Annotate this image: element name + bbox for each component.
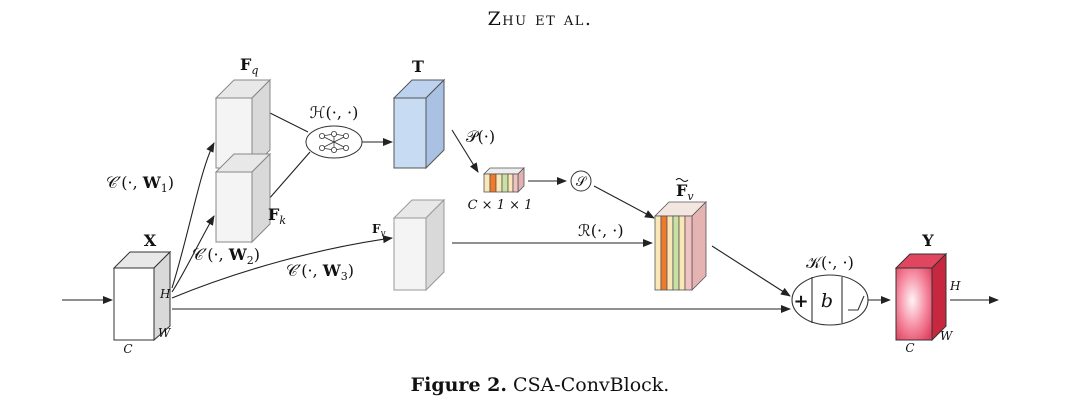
- arrow-x-to-fq: [171, 142, 215, 289]
- label-x: X: [144, 231, 157, 250]
- label-r-op: ℛ(·, ·): [578, 221, 624, 240]
- label-dim-c-y: C: [905, 341, 914, 355]
- labels: X H W C Fq Fk Fv T Fv Y H W C ℋ(·, ·) 𝒫(…: [106, 55, 961, 356]
- caption-text: CSA-ConvBlock.: [513, 374, 670, 396]
- k-node: [791, 274, 869, 326]
- arrow-fvt-to-k: [711, 245, 791, 297]
- label-fq: Fq: [240, 55, 258, 77]
- arrow-s-to-fvt: [593, 185, 655, 219]
- csa-convblock-diagram: X H W C Fq Fk Fv T Fv Y H W C ℋ(·, ·) 𝒫(…: [62, 55, 999, 356]
- label-dim-h-x: H: [159, 287, 171, 301]
- t-cube: [392, 78, 446, 170]
- fv-tilde-block: [654, 201, 707, 291]
- label-b: b: [821, 290, 833, 312]
- s-node: [570, 170, 592, 192]
- label-dim-w-x: W: [158, 326, 172, 340]
- y-cube: [894, 252, 948, 342]
- label-c2: 𝒞′(·, W2): [192, 245, 260, 267]
- label-s-op: 𝒮: [576, 175, 588, 190]
- label-c1: 𝒞′(·, W1): [106, 173, 174, 195]
- line-fq-to-attn: [267, 111, 309, 133]
- label-dim-h-y: H: [949, 279, 961, 293]
- caption-label: Figure 2.: [410, 374, 507, 396]
- arrow-x-to-fv: [171, 235, 393, 299]
- label-dim-w-y: W: [940, 329, 954, 343]
- label-cxx: C × 1 × 1: [468, 198, 533, 213]
- label-y: Y: [921, 231, 934, 250]
- label-fv-tilde: Fv: [676, 181, 694, 203]
- label-dim-c-x: C: [123, 342, 132, 356]
- figure-caption: Figure 2. CSA-ConvBlock.: [0, 374, 1080, 396]
- connections: [62, 111, 999, 313]
- tilde-mark: [675, 178, 689, 182]
- label-plus: +: [793, 291, 808, 312]
- arrow-x-to-fk: [171, 215, 215, 293]
- label-h-attn: ℋ(·, ·): [310, 103, 359, 122]
- label-fv: Fv: [372, 222, 386, 239]
- arrow-t-to-stripe: [451, 129, 479, 173]
- graph-icon: [318, 130, 349, 153]
- relu-icon: [848, 295, 865, 311]
- label-k-op: 𝒦(·, ·): [806, 253, 854, 272]
- fk-cube: [214, 152, 272, 244]
- label-p-op: 𝒫(·): [466, 127, 495, 146]
- line-fk-to-attn: [267, 151, 311, 201]
- label-t: T: [412, 57, 424, 76]
- running-head: Zhu et al.: [487, 8, 593, 30]
- x-cube: [112, 250, 172, 342]
- fv-cube: [392, 198, 446, 292]
- label-fk: Fk: [268, 205, 286, 227]
- channel-weights-block: [483, 167, 525, 193]
- label-c3: 𝒞′(·, W3): [286, 261, 354, 283]
- attention-node: [305, 125, 363, 159]
